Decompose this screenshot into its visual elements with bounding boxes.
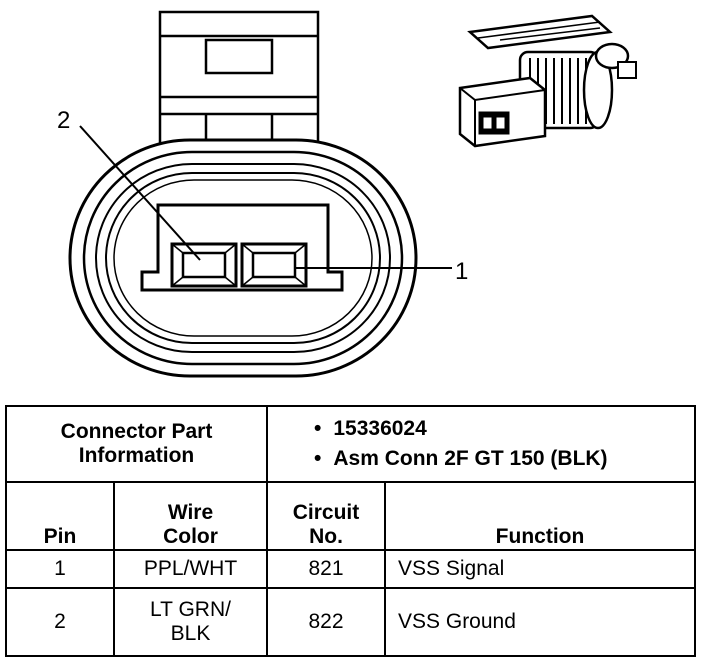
row-1-function: VSS Signal [384, 549, 696, 589]
column-header-row: Pin Wire Color Circuit No. Function [5, 481, 696, 551]
col-header-wire-color-line1: Wire [167, 501, 214, 524]
part-info-label-cell: Connector Part Information [5, 405, 268, 483]
row-1-pin: 1 [5, 549, 115, 589]
terminal-pin-1 [240, 242, 308, 288]
table-row: 2 LT GRN/ BLK 822 VSS Ground [5, 587, 696, 657]
part-info-row: Connector Part Information 15336024 Asm … [5, 405, 696, 483]
row-2-wire-color-line1: LT GRN/ [150, 598, 231, 621]
col-header-pin-label: Pin [43, 525, 77, 548]
part-info-label-line1: Connector Part [60, 420, 213, 443]
row-1-wire-color-line1: PPL/WHT [143, 557, 238, 580]
callout-2-leader [79, 125, 201, 261]
col-header-pin: Pin [5, 481, 115, 551]
col-header-circuit-line2: No. [309, 525, 343, 548]
col-header-circuit-line1: Circuit [292, 501, 360, 524]
row-1-wire-color: PPL/WHT [113, 549, 268, 589]
part-info-label-line2: Information [78, 444, 195, 467]
table-row: 1 PPL/WHT 821 VSS Signal [5, 549, 696, 589]
col-header-function: Function [384, 481, 696, 551]
row-2-function: VSS Ground [384, 587, 696, 657]
row-2-pin: 2 [5, 587, 115, 657]
terminal-pin-2 [170, 242, 238, 288]
row-1-circuit: 821 [266, 549, 386, 589]
row-2-wire-color-line2: BLK [170, 622, 211, 645]
part-number: 15336024 [274, 414, 688, 444]
row-2-circuit: 822 [266, 587, 386, 657]
row-2-wire-color: LT GRN/ BLK [113, 587, 268, 657]
part-info-values-cell: 15336024 Asm Conn 2F GT 150 (BLK) [266, 405, 696, 483]
col-header-function-label: Function [495, 525, 585, 548]
callout-2-label: 2 [57, 107, 70, 134]
connector-info-table: Connector Part Information 15336024 Asm … [5, 405, 696, 657]
connector-diagram: 2 1 [57, 10, 637, 378]
part-description: Asm Conn 2F GT 150 (BLK) [274, 444, 688, 474]
callout-1-label: 1 [455, 258, 468, 285]
col-header-circuit: Circuit No. [266, 481, 386, 551]
col-header-wire-color-line2: Color [163, 525, 218, 548]
connector-3d-view [458, 14, 637, 148]
col-header-wire-color: Wire Color [113, 481, 268, 551]
connector-latch [158, 10, 320, 149]
